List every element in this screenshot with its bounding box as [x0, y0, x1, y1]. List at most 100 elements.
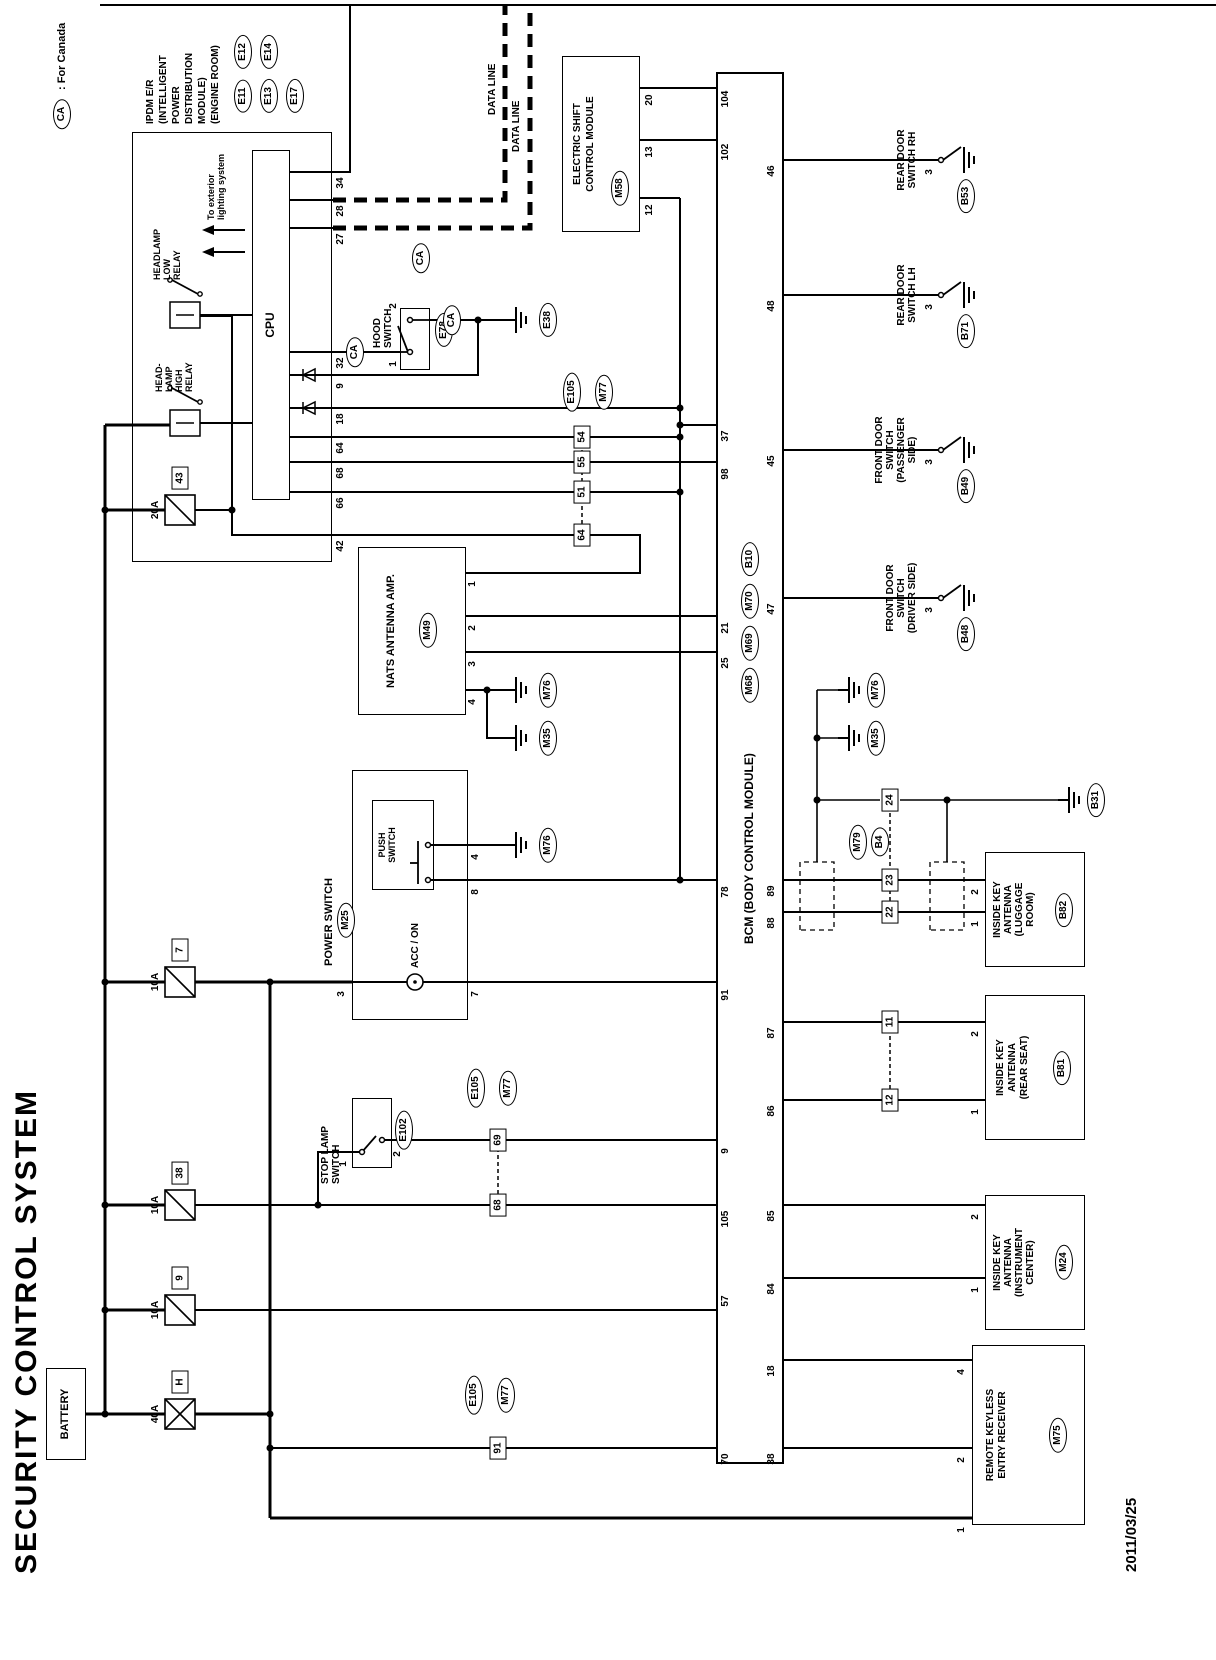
connector-oval-B31: B31 [1087, 782, 1105, 818]
remote-keyless-entry-receiver-box-label: ENTRY RECEIVER [997, 1391, 1008, 1479]
pin-label: 3 [336, 991, 347, 997]
pin-label: 1 [338, 1161, 349, 1167]
fuse-9 [164, 1294, 196, 1326]
joint-connector-55: 55 [573, 450, 591, 474]
relay-coil [169, 301, 201, 329]
connector-oval-M77: M77 [595, 374, 613, 410]
electric-shift-control-module-box-label: CONTROL MODULE [585, 96, 596, 192]
wire [333, 5, 351, 173]
rear-door-switch-lh-label-line: REAR DOOR [896, 264, 907, 326]
acc-on-icon [413, 980, 417, 984]
front-door-switch-passenger-label-line: SWITCH [885, 430, 896, 470]
connector-oval-E13: E13 [260, 79, 278, 113]
headlamp-high-relay-label-line: HEAD- [154, 363, 164, 393]
connector-oval-M24: M24 [1055, 1244, 1073, 1280]
pin-label: 4 [467, 699, 478, 705]
revision-date-line: 2011/03/25 [1123, 1497, 1140, 1572]
power-switch-label-line: POWER SWITCH [323, 878, 335, 966]
relay-contact [171, 279, 199, 295]
connector-oval-B4: B4 [871, 827, 889, 857]
pin-label: 46 [766, 165, 777, 177]
pin-label: 87 [766, 1027, 777, 1039]
junction-dot [101, 1201, 109, 1209]
connector-oval-E102: E102 [395, 1110, 413, 1150]
pin-label: 2 [388, 303, 399, 309]
pin-label: 42 [335, 540, 346, 552]
junction-dot [314, 1201, 322, 1209]
connector-oval-E14: E14 [260, 35, 278, 69]
fuse-rating: 40A [150, 1404, 161, 1424]
junction-dot [101, 506, 109, 514]
door-switch-contact [937, 156, 945, 164]
pin-label: 98 [720, 468, 731, 480]
joint-connector-24: 24 [881, 788, 899, 812]
connector-oval-E105: E105 [467, 1068, 485, 1108]
wire [486, 690, 505, 739]
pin-label: 13 [644, 146, 655, 158]
exterior-lighting-note-line: lighting system [216, 153, 226, 220]
fuse-rating: 10A [150, 1300, 161, 1320]
stop-lamp-switch-box [352, 1098, 392, 1168]
hood-switch-box [400, 308, 430, 370]
rear-door-switch-rh-label-line: SWITCH RH [907, 131, 918, 189]
battery-box-label: BATTERY [59, 1388, 71, 1440]
legend-text: : For Canada [55, 23, 70, 90]
pin-label: 20 [644, 94, 655, 106]
pin-label: 1 [970, 921, 981, 927]
door-switch-contact [937, 291, 945, 299]
page-title: SECURITY CONTROL SYSTEM [10, 1089, 44, 1574]
pin-label: 1 [970, 1109, 981, 1115]
inside-key-antenna-luggage-room-box-label: ANTENNA [1003, 885, 1014, 934]
stop-lamp-switch-label-line: STOP LAMP [320, 1126, 331, 1184]
pin-label: 78 [720, 886, 731, 898]
front-door-switch-driver-label-line: FRONT DOOR [885, 564, 896, 632]
connector-oval-B48: B48 [957, 616, 975, 652]
headlamp-high-relay-label-line: RELAY [184, 362, 194, 392]
inside-key-antenna-instrument-center-box-label: CENTER) [1025, 1240, 1036, 1285]
pin-label: 86 [766, 1105, 777, 1117]
pin-label: 105 [720, 1210, 731, 1228]
battery-box: BATTERY [46, 1368, 86, 1460]
pin-label: 85 [766, 1210, 777, 1222]
pin-label: 32 [335, 357, 346, 369]
pin-label: 66 [335, 497, 346, 509]
connector-oval-M70: M70 [741, 583, 759, 619]
wire [333, 534, 641, 574]
headlamp-high-relay-label-line: LAMP [164, 366, 174, 393]
wire [333, 5, 508, 203]
pin-label: 1 [467, 581, 478, 587]
connector-oval-E38: E38 [539, 303, 557, 337]
up-arrow-icon [202, 247, 214, 257]
acc-on-label: ACC / ON [409, 923, 423, 968]
inside-key-antenna-rear-seat-box-label: INSIDE KEY [995, 1039, 1006, 1096]
page-title-line: SECURITY CONTROL SYSTEM [10, 1089, 43, 1574]
ipdm-label-line: (ENGINE ROOM) [210, 45, 221, 124]
connector-oval-M79: M79 [849, 824, 867, 860]
junction-dot [943, 796, 951, 804]
pin-label: 3 [924, 304, 935, 310]
fuse-rating: 10A [150, 972, 161, 992]
connector-oval-B82: B82 [1055, 892, 1073, 928]
junction-dot [813, 734, 821, 742]
inside-key-antenna-rear-seat-box-label: (REAR SEAT) [1019, 1035, 1030, 1100]
connector-oval-CA: CA [412, 242, 430, 274]
connector-oval-B10: B10 [741, 541, 759, 577]
joint-connector-51: 51 [573, 480, 591, 504]
hood-switch-label-line: HOOD [372, 318, 383, 348]
door-switch-lever [942, 436, 962, 451]
joint-connector-12: 12 [881, 1088, 899, 1112]
inside-key-antenna-instrument-center-box-label: (INSTRUMENT [1014, 1228, 1025, 1297]
connector-oval-B49: B49 [957, 468, 975, 504]
connector-oval-M35: M35 [867, 720, 885, 756]
fuse-H [164, 1398, 196, 1430]
pin-label: 64 [335, 442, 346, 454]
bcm-label: BCM (BODY CONTROL MODULE) [741, 753, 757, 944]
junction-dot [483, 686, 491, 694]
ipdm-label-line: (INTELLIGENT [158, 55, 169, 124]
